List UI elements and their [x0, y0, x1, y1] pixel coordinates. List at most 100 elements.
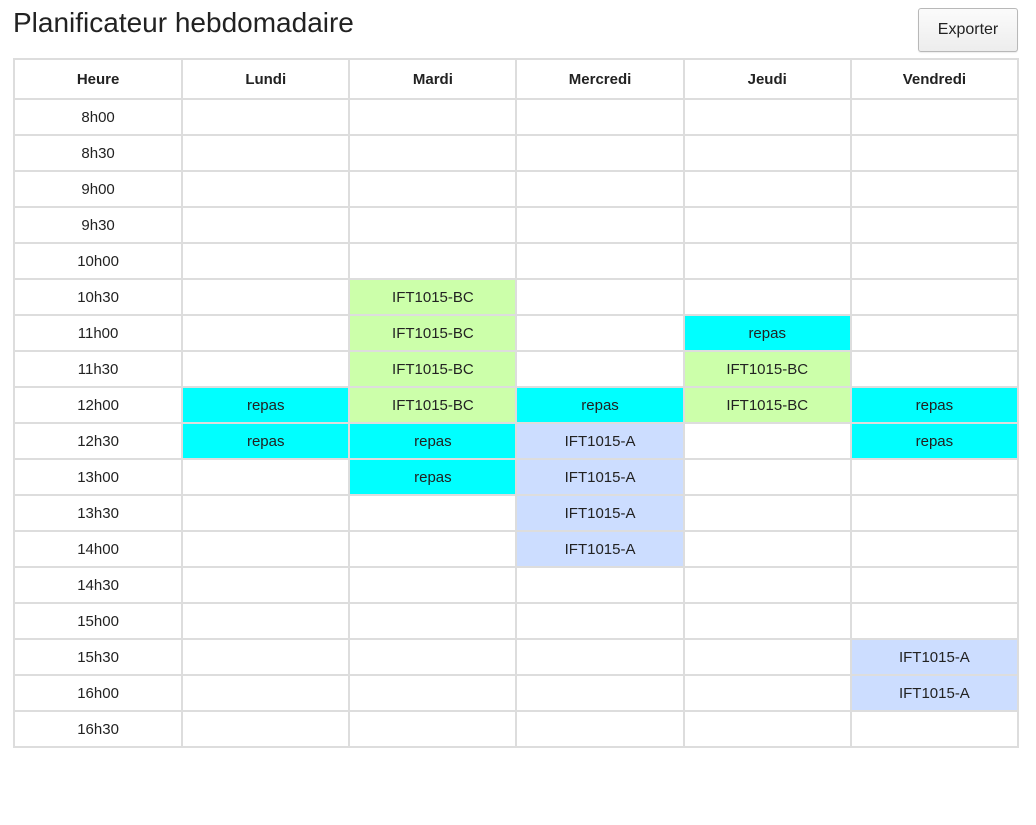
slot-cell-mercredi[interactable] — [515, 206, 685, 244]
slot-cell-vendredi[interactable] — [849, 314, 1020, 352]
slot-cell-mercredi[interactable] — [515, 242, 685, 280]
slot-cell-lundi[interactable] — [181, 674, 351, 712]
slot-cell-vendredi[interactable] — [849, 458, 1020, 496]
slot-cell-mercredi[interactable] — [515, 314, 685, 352]
slot-cell-jeudi[interactable] — [682, 494, 852, 532]
slot-cell-lundi[interactable] — [181, 494, 351, 532]
slot-cell-vendredi[interactable] — [849, 242, 1020, 280]
slot-cell-vendredi[interactable]: repas — [849, 386, 1020, 424]
slot-cell-mardi[interactable] — [348, 170, 518, 208]
slot-cell-jeudi[interactable] — [682, 530, 852, 568]
slot-cell-lundi[interactable] — [181, 530, 351, 568]
slot-cell-jeudi[interactable] — [682, 134, 852, 172]
slot-cell-mardi[interactable]: IFT1015-BC — [348, 386, 518, 424]
slot-cell-mercredi[interactable]: IFT1015-A — [515, 422, 685, 460]
slot-cell-jeudi[interactable] — [682, 422, 852, 460]
slot-cell-vendredi[interactable] — [849, 710, 1020, 748]
slot-cell-mercredi[interactable]: repas — [515, 386, 685, 424]
time-cell: 16h00 — [12, 674, 184, 712]
slot-cell-mercredi[interactable] — [515, 350, 685, 388]
slot-cell-mardi[interactable]: repas — [348, 458, 518, 496]
slot-cell-mercredi[interactable]: IFT1015-A — [515, 494, 685, 532]
slot-cell-jeudi[interactable] — [682, 98, 852, 136]
slot-cell-mardi[interactable] — [348, 206, 518, 244]
slot-cell-jeudi[interactable] — [682, 206, 852, 244]
slot-cell-vendredi[interactable] — [849, 170, 1020, 208]
slot-cell-mercredi[interactable]: IFT1015-A — [515, 458, 685, 496]
slot-cell-mercredi[interactable] — [515, 278, 685, 316]
slot-cell-mardi[interactable] — [348, 242, 518, 280]
slot-cell-mercredi[interactable] — [515, 566, 685, 604]
slot-cell-vendredi[interactable]: IFT1015-A — [849, 638, 1020, 676]
slot-cell-mercredi[interactable] — [515, 134, 685, 172]
slot-cell-lundi[interactable]: repas — [181, 386, 351, 424]
slot-cell-lundi[interactable] — [181, 206, 351, 244]
slot-cell-lundi[interactable] — [181, 134, 351, 172]
slot-cell-jeudi[interactable] — [682, 170, 852, 208]
slot-cell-mercredi[interactable] — [515, 170, 685, 208]
slot-cell-vendredi[interactable] — [849, 278, 1020, 316]
slot-cell-lundi[interactable] — [181, 170, 351, 208]
slot-cell-lundi[interactable] — [181, 350, 351, 388]
slot-cell-mardi[interactable] — [348, 98, 518, 136]
slot-cell-mardi[interactable] — [348, 494, 518, 532]
slot-cell-mardi[interactable]: IFT1015-BC — [348, 350, 518, 388]
slot-cell-mardi[interactable] — [348, 710, 518, 748]
slot-cell-lundi[interactable] — [181, 710, 351, 748]
slot-cell-mardi[interactable] — [348, 674, 518, 712]
slot-cell-mardi[interactable] — [348, 530, 518, 568]
slot-cell-jeudi[interactable]: repas — [682, 314, 852, 352]
column-header-mardi: Mardi — [348, 58, 518, 100]
slot-cell-lundi[interactable] — [181, 242, 351, 280]
slot-cell-jeudi[interactable] — [682, 278, 852, 316]
slot-cell-mardi[interactable]: IFT1015-BC — [348, 278, 518, 316]
slot-cell-lundi[interactable] — [181, 566, 351, 604]
slot-cell-jeudi[interactable]: IFT1015-BC — [682, 386, 852, 424]
slot-cell-jeudi[interactable]: IFT1015-BC — [682, 350, 852, 388]
slot-cell-vendredi[interactable]: IFT1015-A — [849, 674, 1020, 712]
export-button[interactable]: Exporter — [918, 8, 1018, 52]
slot-cell-jeudi[interactable] — [682, 638, 852, 676]
slot-cell-mardi[interactable] — [348, 602, 518, 640]
slot-cell-vendredi[interactable] — [849, 602, 1020, 640]
slot-cell-vendredi[interactable] — [849, 566, 1020, 604]
slot-cell-lundi[interactable] — [181, 458, 351, 496]
slot-cell-mercredi[interactable] — [515, 638, 685, 676]
slot-cell-jeudi[interactable] — [682, 602, 852, 640]
slot-cell-lundi[interactable] — [181, 638, 351, 676]
slot-cell-jeudi[interactable] — [682, 710, 852, 748]
slot-cell-vendredi[interactable] — [849, 350, 1020, 388]
slot-cell-vendredi[interactable] — [849, 134, 1020, 172]
slot-cell-vendredi[interactable]: repas — [849, 422, 1020, 460]
slot-cell-mercredi[interactable] — [515, 98, 685, 136]
slot-cell-vendredi[interactable] — [849, 530, 1020, 568]
slot-cell-lundi[interactable] — [181, 98, 351, 136]
slot-cell-lundi[interactable]: repas — [181, 422, 351, 460]
slot-cell-lundi[interactable] — [181, 278, 351, 316]
slot-cell-mardi[interactable] — [348, 134, 518, 172]
slot-cell-jeudi[interactable] — [682, 242, 852, 280]
slot-cell-jeudi[interactable] — [682, 566, 852, 604]
slot-cell-mardi[interactable]: repas — [348, 422, 518, 460]
slot-cell-vendredi[interactable] — [849, 206, 1020, 244]
slot-cell-mardi[interactable]: IFT1015-BC — [348, 314, 518, 352]
slot-cell-jeudi[interactable] — [682, 458, 852, 496]
slot-cell-lundi[interactable] — [181, 602, 351, 640]
slot-cell-mardi[interactable] — [348, 566, 518, 604]
slot-cell-mercredi[interactable] — [515, 710, 685, 748]
slot-cell-jeudi[interactable] — [682, 674, 852, 712]
weekly-planner-table: Heure Lundi Mardi Mercredi Jeudi Vendred… — [12, 58, 1020, 748]
slot-cell-mercredi[interactable]: IFT1015-A — [515, 530, 685, 568]
slot-cell-mercredi[interactable] — [515, 602, 685, 640]
time-cell: 12h30 — [12, 422, 184, 460]
slot-cell-vendredi[interactable] — [849, 494, 1020, 532]
slot-cell-lundi[interactable] — [181, 314, 351, 352]
time-cell: 15h00 — [12, 602, 184, 640]
slot-cell-mardi[interactable] — [348, 638, 518, 676]
slot-cell-mercredi[interactable] — [515, 674, 685, 712]
slot-cell-vendredi[interactable] — [849, 98, 1020, 136]
time-cell: 12h00 — [12, 386, 184, 424]
